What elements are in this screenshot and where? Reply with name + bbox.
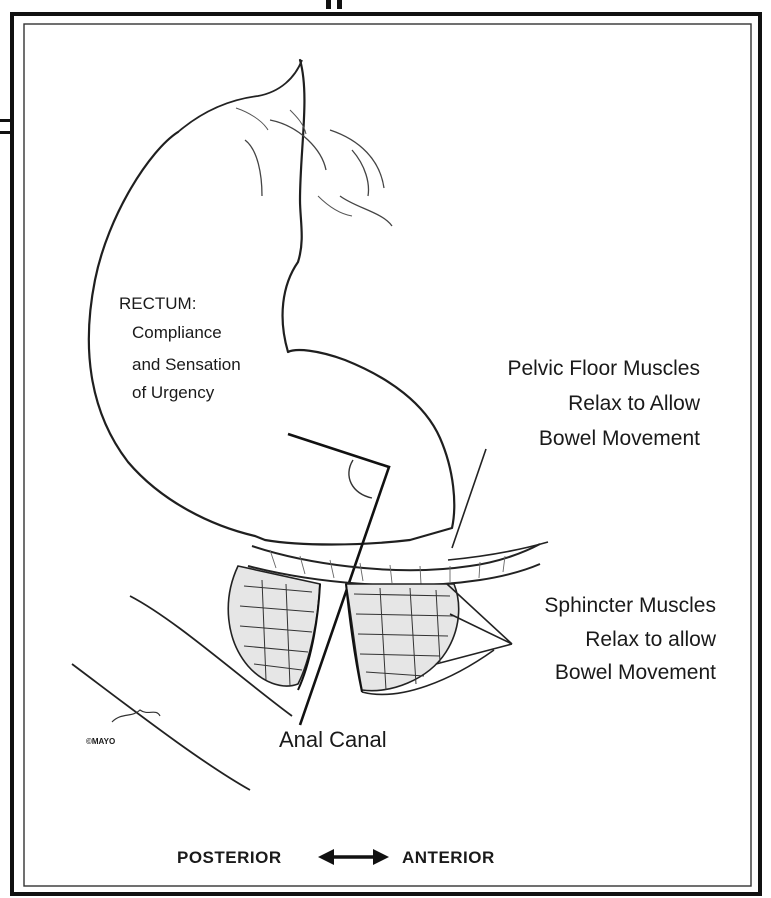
sphincter-line-2: Relax to allow — [585, 628, 716, 652]
rectum-desc-line-3: of Urgency — [132, 383, 214, 403]
rectum-fold-1 — [245, 120, 392, 226]
left-edge-mark-2 — [0, 131, 12, 134]
top-clip-mark — [326, 0, 331, 9]
anterior-skin-curve — [448, 542, 548, 560]
anal-canal-label: Anal Canal — [279, 727, 387, 753]
double-arrow-icon — [318, 849, 389, 865]
pelvic-floor-line-2: Relax to Allow — [568, 392, 700, 416]
copyright-credit: ©MAYO — [86, 737, 115, 746]
pelvic-floor-pointer — [452, 449, 486, 548]
anterior-label: ANTERIOR — [402, 848, 495, 868]
skin-curve-lower — [72, 664, 250, 790]
pelvic-floor-line-1: Pelvic Floor Muscles — [507, 357, 700, 381]
rectum-label: RECTUM: — [119, 294, 196, 314]
rectum-desc-line-2: and Sensation — [132, 355, 241, 375]
posterior-label: POSTERIOR — [177, 848, 282, 868]
inner-frame — [24, 24, 751, 886]
sphincter-line-3: Bowel Movement — [555, 661, 716, 685]
rectum-fold-2 — [236, 108, 352, 216]
outer-frame — [12, 14, 760, 894]
rectum-top-fold — [178, 60, 302, 132]
pelvic-floor-band — [252, 544, 540, 570]
top-clip-mark-2 — [337, 0, 342, 9]
left-edge-mark — [0, 119, 12, 122]
sphincter-line-1: Sphincter Muscles — [544, 594, 716, 618]
rectum-desc-line-1: Compliance — [132, 323, 222, 343]
pelvic-floor-line-3: Bowel Movement — [539, 427, 700, 451]
anorectal-angle-arc — [349, 460, 372, 498]
